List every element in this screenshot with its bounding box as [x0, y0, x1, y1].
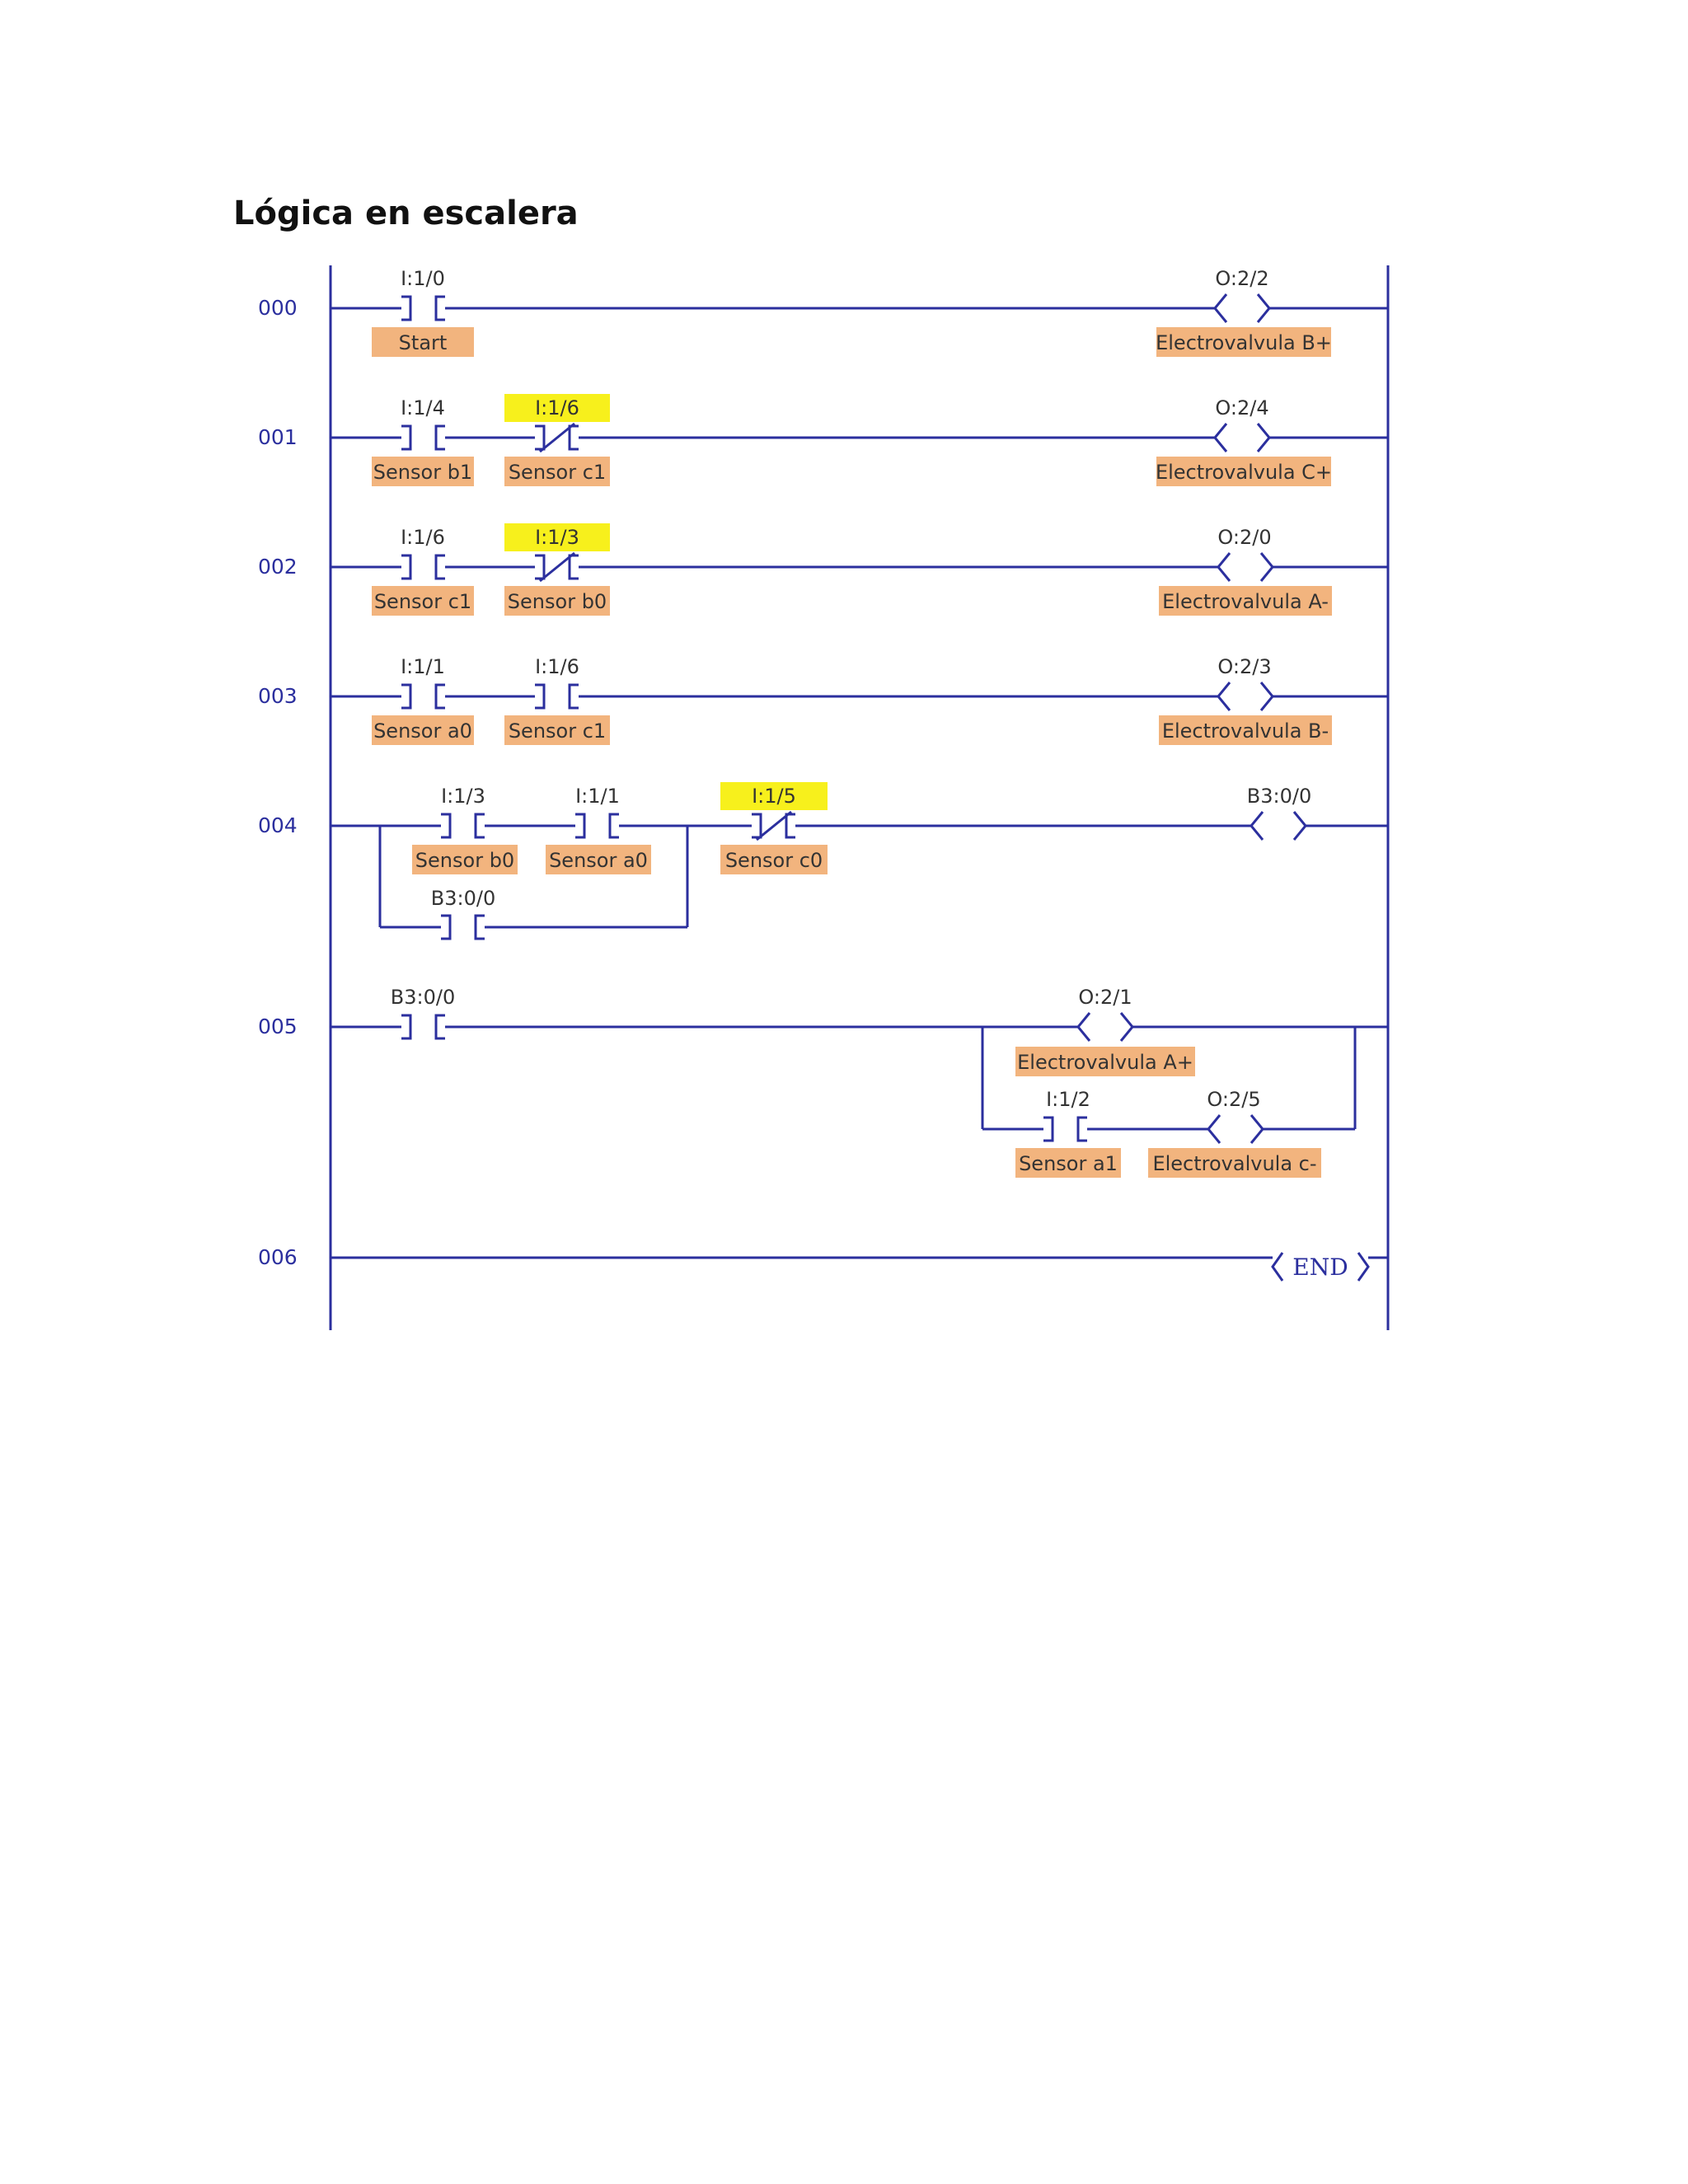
contact-label: Sensor c1: [509, 719, 606, 743]
coil-address: O:2/2: [1215, 267, 1268, 290]
label-background: [720, 845, 828, 874]
label-background: [1148, 1148, 1321, 1178]
contact-label: Start: [399, 331, 448, 354]
rung-number: 004: [258, 813, 298, 837]
rung-006: 006 END: [258, 1245, 1388, 1282]
label-background: [372, 457, 474, 486]
rung-003: 003 I:1/1 Sensor a0 I:1/6 Sensor c1 O:2/…: [258, 655, 1388, 745]
output-coil: O:2/0 Electrovalvula A-: [1159, 526, 1332, 616]
contact-label: Sensor c0: [725, 849, 823, 872]
label-background: [1159, 586, 1332, 616]
contact-no-branch: I:1/2 Sensor a1: [1015, 1088, 1121, 1178]
coil-label: Electrovalvula B-: [1162, 719, 1329, 743]
output-coil: O:2/4 Electrovalvula C+: [1156, 396, 1332, 486]
address-highlight: [504, 523, 610, 551]
contact-address: I:1/5: [752, 785, 796, 808]
coil-label: Electrovalvula C+: [1156, 461, 1332, 484]
contact-label: Sensor a0: [373, 719, 472, 743]
label-background: [504, 457, 610, 486]
coil-address: O:2/0: [1217, 526, 1271, 549]
contact-address: I:1/3: [535, 526, 579, 549]
coil-address: O:2/3: [1217, 655, 1271, 678]
contact-label: Sensor b0: [415, 849, 514, 872]
label-background: [372, 586, 474, 616]
contact-nc: I:1/3 Sensor b0: [504, 523, 610, 616]
label-background: [1156, 457, 1331, 486]
contact-label: Sensor a1: [1019, 1152, 1118, 1175]
contact-address: I:1/2: [1046, 1088, 1090, 1111]
rung-number: 001: [258, 425, 298, 449]
label-background: [1015, 1047, 1195, 1076]
contact-nc: I:1/6 Sensor c1: [504, 394, 610, 486]
coil-label: Electrovalvula A+: [1017, 1051, 1193, 1074]
contact-address: B3:0/0: [431, 887, 495, 910]
contact-nc: I:1/5 Sensor c0: [720, 782, 828, 874]
contact-label: Sensor b1: [373, 461, 472, 484]
rung-number: 005: [258, 1015, 298, 1038]
coil-address: O:2/4: [1215, 396, 1268, 419]
contact-address: I:1/0: [401, 267, 445, 290]
label-background: [1159, 715, 1332, 745]
contact-no: I:1/0 Start: [372, 267, 474, 357]
contact-address: I:1/1: [575, 785, 620, 808]
rung-004: 004 I:1/3 Sensor b0 I:1/1 Sensor a0 B3:0…: [258, 782, 1388, 940]
end-instruction: END: [1271, 1252, 1370, 1282]
contact-no: I:1/6 Sensor c1: [372, 526, 474, 616]
contact-no: I:1/1 Sensor a0: [372, 655, 474, 745]
contact-no-branch: B3:0/0: [431, 887, 495, 940]
contact-no: I:1/6 Sensor c1: [504, 655, 610, 745]
contact-label: Sensor c1: [509, 461, 606, 484]
output-coil: O:2/2 Electrovalvula B+: [1156, 267, 1332, 357]
page-title: Lógica en escalera: [233, 194, 579, 232]
end-label: END: [1292, 1254, 1348, 1281]
coil-label: Electrovalvula B+: [1156, 331, 1332, 354]
contact-address: I:1/6: [535, 396, 579, 419]
label-background: [1015, 1148, 1121, 1178]
output-coil: O:2/1 Electrovalvula A+: [1015, 986, 1195, 1076]
output-coil: O:2/3 Electrovalvula B-: [1159, 655, 1332, 745]
address-highlight: [720, 782, 828, 810]
output-coil-branch: O:2/5 Electrovalvula c-: [1148, 1088, 1321, 1178]
label-background: [504, 715, 610, 745]
rung-000: 000 I:1/0 Start O:2/2 Electrovalvula B+: [258, 267, 1388, 357]
contact-no: I:1/1 Sensor a0: [546, 785, 651, 874]
coil-label: Electrovalvula c-: [1152, 1152, 1316, 1175]
rung-002: 002 I:1/6 Sensor c1 I:1/3 Sensor b0 O:2/…: [258, 523, 1388, 616]
contact-address: B3:0/0: [391, 986, 455, 1009]
contact-address: I:1/3: [441, 785, 485, 808]
contact-label: Sensor a0: [549, 849, 648, 872]
label-background: [1156, 327, 1331, 357]
label-background: [412, 845, 518, 874]
coil-address: O:2/1: [1078, 986, 1132, 1009]
contact-no: B3:0/0: [391, 986, 455, 1040]
coil-label: Electrovalvula A-: [1162, 590, 1329, 613]
contact-address: I:1/1: [401, 655, 445, 678]
contact-address: I:1/6: [535, 655, 579, 678]
label-background: [504, 586, 610, 616]
contact-address: I:1/4: [401, 396, 445, 419]
label-background: [372, 715, 474, 745]
contact-no: I:1/3 Sensor b0: [412, 785, 518, 874]
address-highlight: [504, 394, 610, 422]
rung-number: 006: [258, 1245, 298, 1269]
rung-number: 003: [258, 684, 298, 708]
rung-001: 001 I:1/4 Sensor b1 I:1/6 Sensor c1 O:2/…: [258, 394, 1388, 486]
contact-no: I:1/4 Sensor b1: [372, 396, 474, 486]
contact-label: Sensor c1: [374, 590, 471, 613]
coil-address: O:2/5: [1207, 1088, 1260, 1111]
internal-coil: B3:0/0: [1247, 785, 1311, 841]
rung-005: 005 B3:0/0 O:2/1 Electrovalvula A+ I:1/2…: [258, 986, 1388, 1178]
coil-address: B3:0/0: [1247, 785, 1311, 808]
rung-number: 000: [258, 296, 298, 320]
label-background: [372, 327, 474, 357]
label-background: [546, 845, 651, 874]
contact-label: Sensor b0: [508, 590, 607, 613]
contact-address: I:1/6: [401, 526, 445, 549]
rung-number: 002: [258, 555, 298, 579]
